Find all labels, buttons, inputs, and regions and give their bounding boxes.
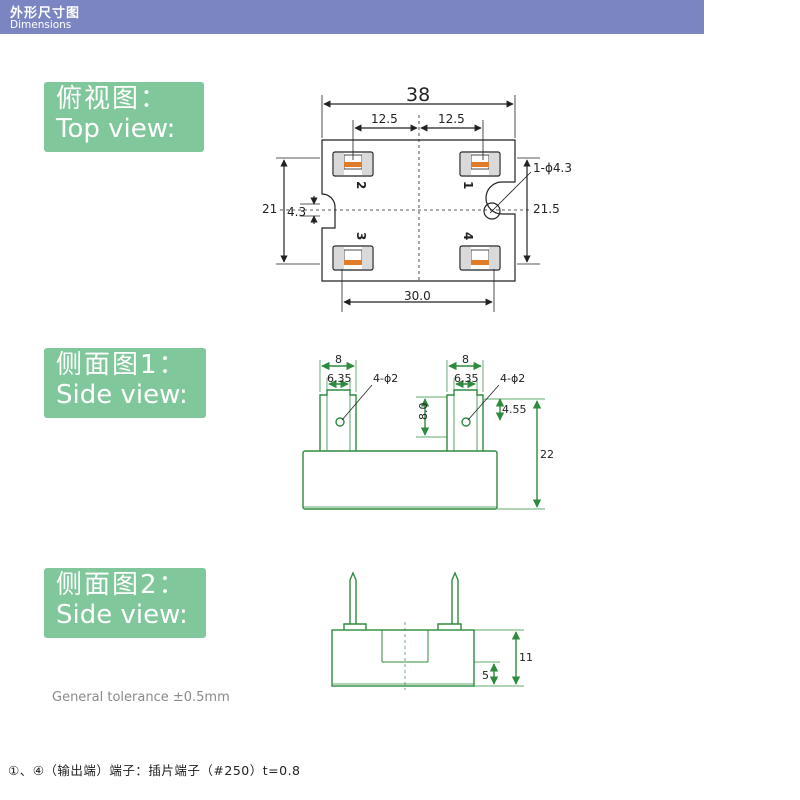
dim-12-5-left: 12.5 [371, 112, 398, 126]
dim-tab-width-a: 8 [335, 353, 342, 366]
general-tolerance: General tolerance ±0.5mm [52, 690, 230, 705]
top-view-body [321, 139, 516, 282]
pad-1 [459, 151, 501, 177]
dim-hole: 1-ϕ4.3 [533, 161, 572, 175]
dim-hole-offset: 4.55 [502, 403, 527, 416]
pin-3-label: 3 [354, 232, 368, 240]
side1-base [302, 450, 498, 510]
side-view-1-label-cn: 侧面图1： [56, 350, 187, 380]
header-bar: 外形尺寸图 Dimensions [0, 0, 704, 34]
top-view-label: 俯视图： Top view: [44, 82, 204, 152]
dim-tab-inner-b: 6.35 [454, 372, 479, 385]
pin-2-label: 2 [354, 181, 368, 189]
side2-base [331, 629, 475, 687]
side-view-2-label-en: Side view: [56, 600, 188, 630]
dim-hole-a: 4-ϕ2 [373, 372, 398, 385]
dim-30: 30.0 [404, 289, 431, 303]
top-view-label-en: Top view: [56, 114, 176, 144]
pad-3 [332, 245, 374, 271]
side-view-1-drawing [302, 360, 545, 510]
side1-tab-left [319, 389, 357, 451]
side-view-2-label: 侧面图2： Side view: [44, 568, 206, 638]
side2-pin-right [437, 623, 462, 630]
top-view-drawing [276, 95, 540, 312]
pad-2 [332, 151, 374, 177]
top-view-label-cn: 俯视图： [56, 84, 169, 114]
side2-pin-left [343, 623, 367, 630]
dim-hole-b: 4-ϕ2 [500, 372, 525, 385]
dim-side2-height: 11 [519, 651, 533, 664]
side-view-2-drawing [331, 571, 524, 690]
terminal-bars [337, 162, 496, 265]
mounting-hole [483, 202, 501, 220]
side1-tab-right [446, 389, 484, 451]
dim-tab-width-b: 8 [462, 353, 469, 366]
pad-4 [459, 245, 501, 271]
dim-total-height: 22 [540, 448, 554, 461]
terminal-footnote: ①、④（输出端）端子：插片端子（#250）t=0.8 [8, 763, 301, 778]
dim-38: 38 [406, 84, 430, 106]
dim-slot: 4.3 [287, 205, 306, 219]
dim-21: 21 [262, 202, 277, 216]
header-title: 外形尺寸图 [10, 6, 81, 21]
dim-tab-inner-a: 6.35 [327, 372, 352, 385]
dim-tab-height: 8.0 [417, 403, 430, 421]
side-view-1-label-en: Side view: [56, 380, 188, 410]
side-view-1-label: 侧面图1： Side view: [44, 348, 206, 418]
dim-21-5: 21.5 [533, 202, 560, 216]
dim-12-5-right: 12.5 [438, 112, 465, 126]
pin-1-label: 1 [461, 181, 475, 189]
pin-4-label: 4 [461, 232, 475, 240]
side-view-2-label-cn: 侧面图2： [56, 570, 187, 600]
pad-shading [334, 153, 499, 269]
header-subtitle: Dimensions [10, 19, 72, 31]
dim-side2-base: 5 [482, 669, 489, 682]
